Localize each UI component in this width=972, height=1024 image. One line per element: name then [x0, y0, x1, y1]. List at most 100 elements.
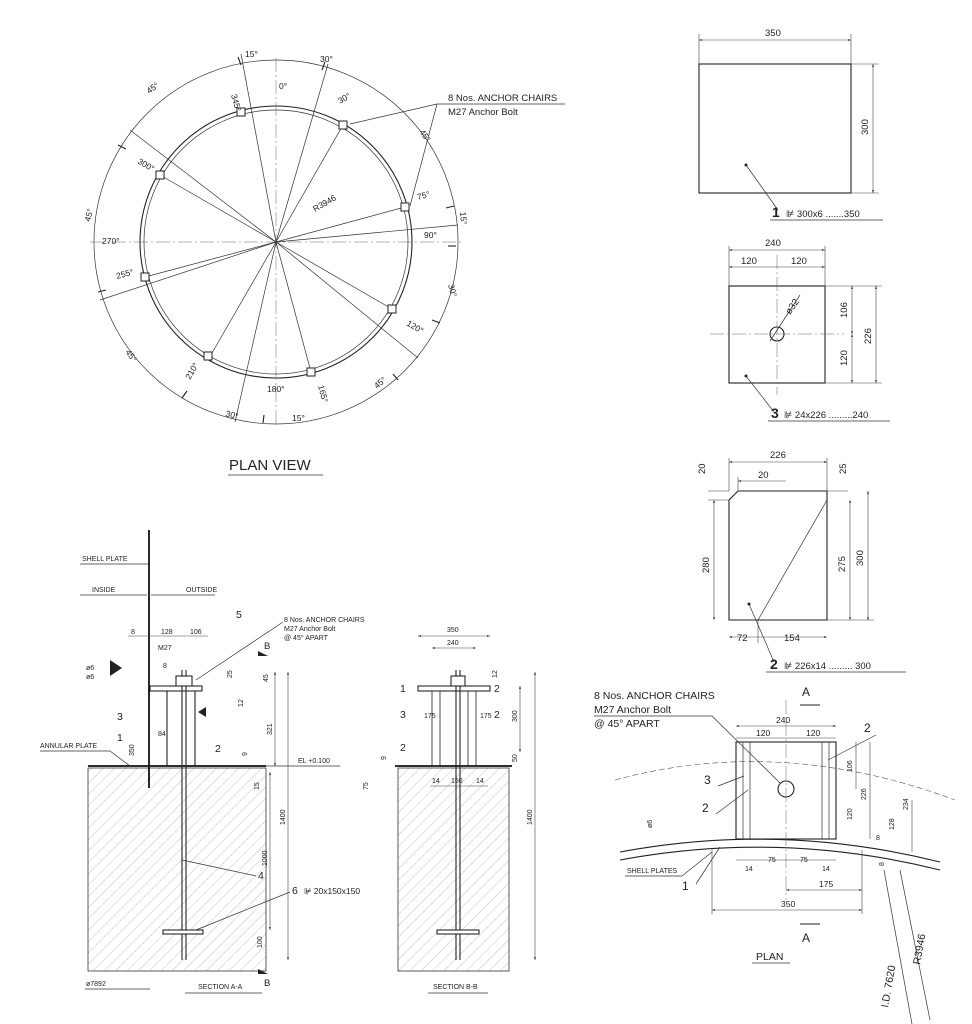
svg-text:175: 175: [480, 713, 492, 720]
spacing-label: 15°: [292, 413, 305, 423]
svg-text:8: 8: [876, 835, 880, 842]
svg-text:14: 14: [476, 778, 484, 785]
spacing-label: 30°: [446, 283, 459, 298]
section-bb: 350 240 12 300 175 175 50 14 150 14 9 75…: [363, 627, 536, 994]
part3-lower: 120: [839, 350, 850, 366]
part3-label: 3: [771, 405, 779, 421]
part-label-2: 2: [494, 683, 500, 695]
part3-detail: 240 120 120 ø32 106 120 226 3 ⊯ 24x226 .…: [710, 238, 890, 422]
detail-radius-label: R3946: [911, 933, 928, 966]
svg-text:100: 100: [257, 936, 264, 948]
spacing-label: 30°: [224, 408, 239, 421]
ring-ticks: [97, 56, 456, 424]
part-label-2: 2: [215, 743, 221, 755]
section-mark-a-bottom: A: [802, 931, 810, 945]
svg-text:350: 350: [447, 627, 459, 634]
svg-text:1400: 1400: [280, 809, 287, 825]
svg-text:75: 75: [363, 782, 370, 790]
part-label-1: 1: [117, 732, 123, 744]
section-mark-a-top: A: [802, 685, 810, 699]
part1-spec: ⊯ 300x6 .......350: [786, 209, 860, 220]
svg-text:14: 14: [745, 866, 753, 873]
svg-text:1400: 1400: [527, 809, 534, 825]
part-label-6: 6: [292, 885, 298, 897]
part2-spec: ⊯ 226x14 ......... 300: [784, 661, 871, 672]
svg-text:12: 12: [492, 670, 499, 678]
svg-text:8: 8: [879, 862, 886, 866]
plan-view: 0° 30° 75° 90° 120° 165° 180° 210° 255° …: [82, 49, 565, 476]
svg-text:14: 14: [822, 866, 830, 873]
part2-left-height: 280: [701, 557, 712, 573]
inner-diameter-label: I.D. 7620: [879, 964, 898, 1008]
foundation-block: [87, 767, 267, 972]
part-label-1: 1: [682, 879, 689, 893]
section-aa: SHELL PLATE INSIDE OUTSIDE ANNULAR PLATE…: [40, 530, 365, 994]
part2-inner-height: 275: [837, 556, 848, 572]
spacing-label: 15°: [458, 211, 469, 225]
svg-text:ø6: ø6: [647, 820, 654, 828]
annular-plate-label: ANNULAR PLATE: [40, 743, 97, 750]
svg-text:9: 9: [381, 756, 388, 760]
inside-label: INSIDE: [92, 587, 116, 594]
part3-hole-dia: ø32: [783, 297, 801, 317]
elevation-label: EL +0.100: [298, 758, 330, 765]
svg-text:8: 8: [163, 663, 167, 670]
svg-text:175: 175: [819, 879, 833, 889]
callout-line-3: @ 45° APART: [594, 718, 660, 730]
angle-label-0: 0°: [279, 81, 287, 91]
callout-line-2: M27 Anchor Bolt: [284, 626, 335, 633]
section-mark-b-top: B: [264, 641, 270, 652]
shell-plate-label: SHELL PLATE: [82, 556, 128, 563]
detail-plan-title: PLAN: [756, 951, 783, 963]
part3-upper: 106: [839, 302, 850, 318]
part3-half-left: 120: [741, 256, 757, 267]
part3-half-right: 120: [791, 256, 807, 267]
svg-text:45: 45: [263, 674, 270, 682]
svg-text:150: 150: [451, 778, 463, 785]
svg-text:ø6: ø6: [86, 665, 94, 672]
angle-label-120: 120°: [405, 318, 425, 335]
svg-text:75: 75: [800, 857, 808, 864]
svg-text:75: 75: [768, 857, 776, 864]
spacing-label: 45°: [123, 347, 139, 363]
bolt-size-label: M27: [158, 645, 172, 652]
part2-width: 226: [770, 450, 786, 461]
part3-width: 240: [765, 238, 781, 249]
part-label-5: 5: [236, 609, 242, 621]
section-bb-title: SECTION B-B: [433, 984, 478, 991]
plan-view-title: PLAN VIEW: [229, 457, 312, 474]
svg-text:240: 240: [447, 640, 459, 647]
svg-text:128: 128: [161, 629, 173, 636]
part1-label: 1: [772, 204, 780, 220]
callout-line-2: M27 Anchor Bolt: [594, 704, 671, 716]
angle-label-180: 180°: [267, 384, 285, 394]
callout-line-1: 8 Nos. ANCHOR CHAIRS: [594, 690, 715, 702]
angle-label-210: 210°: [183, 361, 200, 381]
anchor-plate: [162, 929, 204, 935]
angle-label-90: 90°: [424, 230, 437, 240]
svg-text:106: 106: [190, 629, 202, 636]
svg-text:321: 321: [267, 723, 274, 735]
svg-text:234: 234: [903, 798, 910, 810]
angle-label-300: 300°: [136, 156, 156, 173]
part-label-1: 1: [400, 683, 406, 695]
top-plate: [149, 685, 203, 692]
shell-arc-inner: [619, 838, 941, 863]
part1-detail: 350 300 1 ⊯ 300x6 .......350: [698, 28, 883, 221]
angle-label-270: 270°: [102, 236, 120, 246]
radial-lines: [99, 53, 459, 423]
part-label-2: 2: [702, 801, 709, 815]
part1-height: 300: [860, 119, 871, 135]
svg-text:300: 300: [512, 710, 519, 722]
foundation-block: [397, 767, 510, 972]
part1-width: 350: [765, 28, 781, 39]
svg-text:120: 120: [806, 728, 820, 738]
part-label-3: 3: [117, 711, 123, 723]
detail-plan: 240 120 120 106 226 120 234 128 8 8 14 7…: [594, 685, 956, 1024]
callout-line-3: @ 45° APART: [284, 634, 329, 642]
section-aa-title: SECTION A-A: [198, 984, 243, 991]
part3-height: 226: [863, 328, 874, 344]
part2-height: 300: [855, 550, 866, 566]
part2-chamfer-h: 20: [758, 470, 769, 481]
